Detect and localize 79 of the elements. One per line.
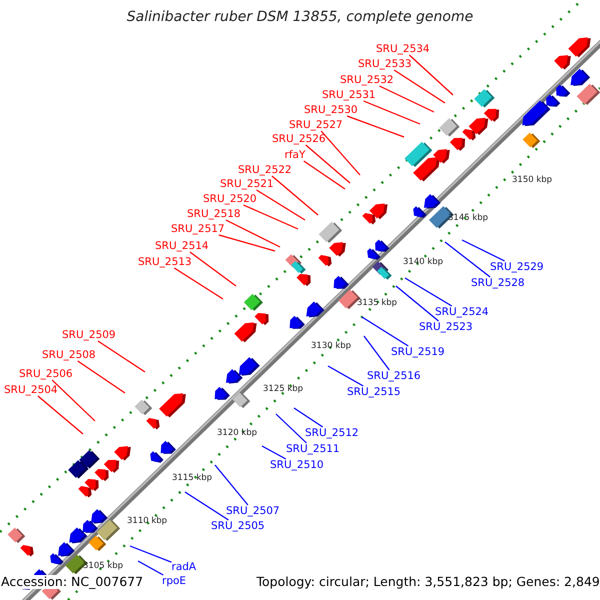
gene-label: SRU_2524 xyxy=(435,306,489,318)
scale-label: 3125 kbp xyxy=(263,384,304,394)
gene-label: SRU_2512 xyxy=(305,427,359,439)
leader-line xyxy=(320,130,360,176)
gene-label: radA xyxy=(172,561,196,573)
leader-line xyxy=(262,445,286,460)
gene-label: SRU_2520 xyxy=(203,193,257,205)
gene-label: SRU_2528 xyxy=(471,277,525,289)
scale-label: 3145 kbp xyxy=(448,213,488,223)
scale-label: 3130 kbp xyxy=(311,341,352,351)
leader-line xyxy=(408,54,454,96)
leader-line xyxy=(362,316,409,346)
leader-line xyxy=(276,414,307,444)
leader-line xyxy=(214,464,248,506)
gene-label: SRU_2509 xyxy=(62,329,116,341)
gene-label: rpoE xyxy=(162,575,186,587)
gene-label: SRU_2507 xyxy=(226,505,280,517)
gene-label: SRU_2529 xyxy=(490,261,544,273)
leader-line xyxy=(38,396,84,434)
leader-line xyxy=(462,239,505,262)
leader-line xyxy=(363,100,420,125)
gene-label: SRU_2514 xyxy=(155,240,209,252)
scale-label: 3115 kbp xyxy=(172,473,212,483)
leader-line xyxy=(294,408,324,428)
leader-line xyxy=(396,286,439,322)
gene-label: SRU_2518 xyxy=(187,208,241,220)
gene-label: SRU_2534 xyxy=(376,43,430,55)
gene-label: SRU_2522 xyxy=(238,164,292,176)
leader-line xyxy=(243,204,298,230)
gene-label: SRU_2531 xyxy=(322,89,376,101)
gene-label: SRU_2527 xyxy=(289,119,343,131)
leader-line xyxy=(404,277,452,307)
scale-label: 3120 kbp xyxy=(217,428,258,438)
leader-line xyxy=(394,70,446,104)
gene-label: SRU_2515 xyxy=(347,386,401,398)
scale-label: 3140 kbp xyxy=(403,257,444,267)
gene-label: rfaY xyxy=(284,149,306,161)
gene-label: SRU_2526 xyxy=(272,133,326,145)
footer-text: Accession: NC_007677 xyxy=(1,575,144,589)
gene-label: SRU_2532 xyxy=(340,74,394,86)
gene-label: SRU_2508 xyxy=(42,349,96,361)
gene-label: SRU_2505 xyxy=(211,520,265,532)
leader-line xyxy=(174,268,224,300)
scale-label: 3110 kbp xyxy=(127,516,168,526)
gene-label: SRU_2530 xyxy=(304,104,358,116)
leader-line xyxy=(328,365,364,387)
leader-line xyxy=(272,176,318,216)
leader-line xyxy=(256,189,306,221)
footer-text: Topology: circular; Length: 3,551,823 bp; Genes: 2,849 xyxy=(256,575,600,589)
diagram-title: Salinibacter ruber DSM 13855, complete genome xyxy=(126,9,474,25)
leader-line xyxy=(364,336,390,370)
leader-line xyxy=(444,242,490,278)
scale-label: 3135 kbp xyxy=(357,298,398,308)
leader-line xyxy=(218,234,276,252)
gene-label: SRU_2506 xyxy=(19,368,73,380)
gene-label: SRU_2517 xyxy=(171,223,225,235)
leader-line xyxy=(130,545,172,563)
gene-label: SRU_2511 xyxy=(286,443,340,455)
gene-label: SRU_2513 xyxy=(138,256,192,268)
scale-label: 3105 kbp xyxy=(83,561,124,571)
leader-line xyxy=(226,219,280,248)
leader-line xyxy=(190,252,236,286)
leader-line xyxy=(98,340,146,372)
leader-line xyxy=(52,380,96,422)
leader-line xyxy=(138,560,164,576)
gene-label: SRU_2516 xyxy=(367,370,421,382)
leader-line xyxy=(379,85,434,113)
scale-label: 3150 kbp xyxy=(512,175,552,185)
leader-line xyxy=(303,160,346,190)
gene-label: SRU_2523 xyxy=(419,321,473,333)
gene-label: SRU_2510 xyxy=(270,459,324,471)
gene-label: SRU_2533 xyxy=(358,58,412,70)
leader-line xyxy=(305,144,350,184)
gene-label: SRU_2504 xyxy=(4,384,58,396)
leader-line xyxy=(346,115,404,138)
leader-line xyxy=(77,360,126,394)
gene-label: SRU_2519 xyxy=(391,346,445,358)
gene-label: SRU_2521 xyxy=(220,178,274,190)
leader-line xyxy=(184,492,229,520)
